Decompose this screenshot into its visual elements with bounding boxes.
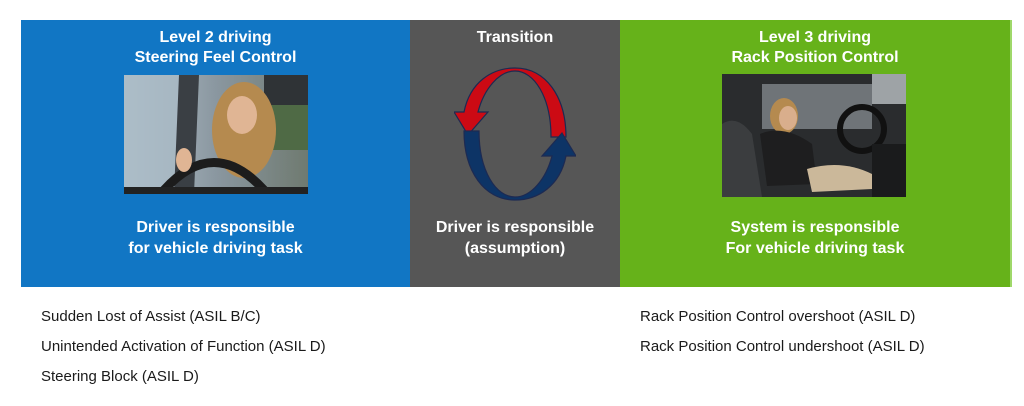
level2-title: Level 2 driving Steering Feel Control [21,28,410,68]
hazard-item: Rack Position Control overshoot (ASIL D) [640,308,916,325]
transition-responsibility: Driver is responsible (assumption) [410,217,620,259]
blue-arrow-icon [463,130,578,201]
transition-panel: Transition Driver is responsible (assump… [410,20,620,287]
level3-title: Level 3 driving Rack Position Control [620,28,1010,68]
level3-panel: Level 3 driving Rack Position Control Sy… [620,20,1012,287]
level2-hazard-list: Sudden Lost of Assist (ASIL B/C) Uninten… [41,302,326,392]
level2-title-line1: Level 2 driving [159,29,272,46]
level2-footer-line1: Driver is responsible [136,219,295,236]
level3-title-line1: Level 3 driving [758,29,872,46]
level3-responsibility: System is responsible For vehicle drivin… [620,217,1010,259]
hazard-item: Steering Block (ASIL D) [41,368,199,385]
hazard-item: Unintended Activation of Function (ASIL … [41,338,326,355]
level3-hazard-list: Rack Position Control overshoot (ASIL D)… [640,302,925,362]
transition-footer-line2: (assumption) [464,240,566,257]
level2-driver-photo [124,75,308,194]
level3-passenger-photo [722,74,906,197]
red-arrow-icon [452,67,567,138]
level2-panel: Level 2 driving Steering Feel Control Dr… [21,20,410,287]
hazard-item: Sudden Lost of Assist (ASIL B/C) [41,308,261,325]
cycle-arrows-icon [452,67,578,201]
level3-title-line2: Rack Position Control [731,49,899,66]
level2-footer-line2: for vehicle driving task [128,240,303,257]
level3-footer-line1: System is responsible [730,219,900,236]
transition-footer-line1: Driver is responsible [435,219,595,236]
hazard-item: Rack Position Control undershoot (ASIL D… [640,338,925,355]
level3-footer-line2: For vehicle driving task [725,240,905,257]
transition-title: Transition [476,29,554,46]
level2-title-line2: Steering Feel Control [134,49,297,66]
level2-responsibility: Driver is responsible for vehicle drivin… [21,217,410,259]
